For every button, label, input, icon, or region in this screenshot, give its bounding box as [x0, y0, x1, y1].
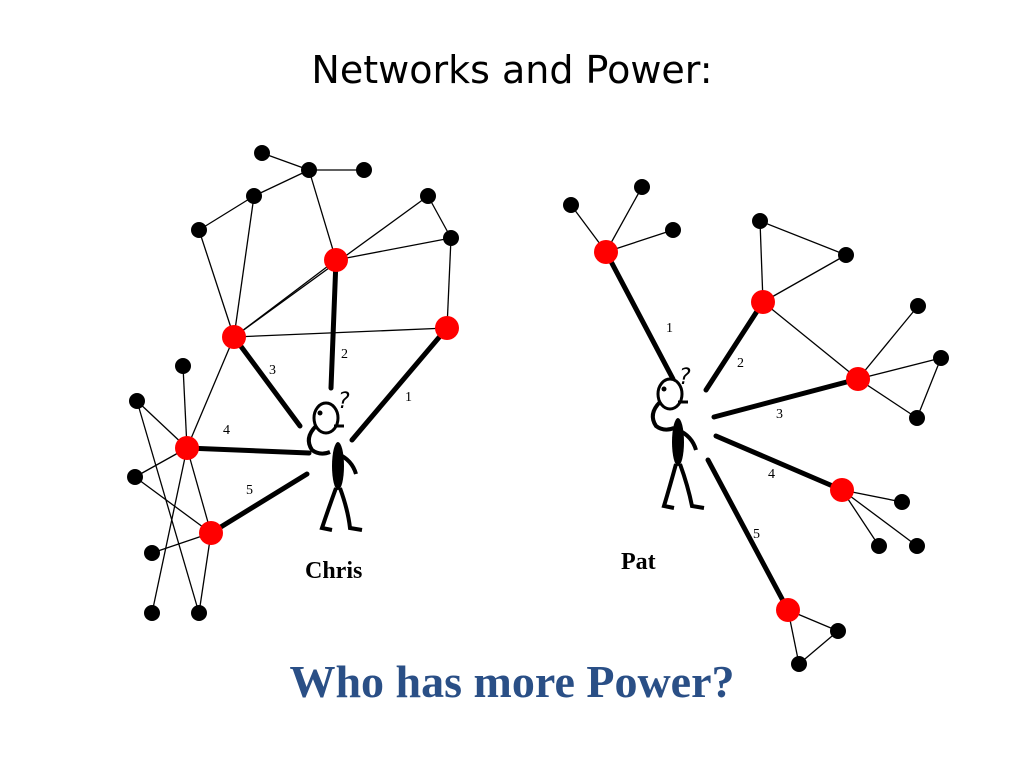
chris-tie-label-3: 3: [269, 363, 276, 378]
chris-tie-label-5: 5: [246, 483, 253, 498]
pat-nodes: [563, 179, 949, 672]
contact-node: [175, 436, 199, 460]
slide-title: Networks and Power:: [311, 48, 713, 92]
contact-node: [830, 478, 854, 502]
chris-strong-ties: [184, 257, 450, 536]
contact-node: [324, 248, 348, 272]
chris-tie-label-4: 4: [223, 423, 230, 438]
contact-node: [776, 598, 800, 622]
node: [634, 179, 650, 195]
pat-labels: ? 1 2 3 4 5 Pat: [621, 321, 783, 575]
chris-tie-2: [328, 257, 339, 391]
chris-tie-label-2: 2: [341, 347, 348, 362]
pat-tie-label-1: 1: [666, 321, 673, 336]
node: [420, 188, 436, 204]
question-text: Who has more Power?: [289, 656, 735, 707]
pat-network: ? 1 2 3 4 5 Pat: [563, 179, 949, 672]
pat-tie-3: [711, 376, 861, 420]
node: [791, 656, 807, 672]
node: [301, 162, 317, 178]
node: [246, 188, 262, 204]
pat-tie-4: [713, 433, 845, 493]
chris-nodes: [127, 145, 459, 621]
pat-thin-ties: [570, 186, 942, 665]
node: [871, 538, 887, 554]
chris-network: ? 1 2 3 4 5 Chris: [127, 145, 459, 621]
node: [443, 230, 459, 246]
node: [356, 162, 372, 178]
chris-tie-3: [231, 334, 303, 429]
pat-tie-label-4: 4: [768, 467, 775, 482]
chris-thin-ties: [134, 152, 452, 614]
node: [894, 494, 910, 510]
contact-node: [199, 521, 223, 545]
pat-tie-2: [703, 299, 766, 393]
node: [909, 410, 925, 426]
chris-tie-1: [349, 325, 450, 443]
contact-node: [222, 325, 246, 349]
pat-tie-1: [603, 249, 676, 382]
node: [830, 623, 846, 639]
pat-label: Pat: [621, 549, 656, 575]
pat-figure: [650, 377, 705, 510]
node: [563, 197, 579, 213]
node: [144, 605, 160, 621]
node: [909, 538, 925, 554]
contact-node: [846, 367, 870, 391]
chris-labels: ? 1 2 3 4 5 Chris: [223, 347, 412, 584]
thinking-figure-icon: [650, 377, 705, 510]
node: [175, 358, 191, 374]
node: [665, 222, 681, 238]
pat-think-mark: ?: [679, 365, 691, 390]
node: [910, 298, 926, 314]
chris-tie-5: [208, 471, 310, 536]
node: [191, 605, 207, 621]
node: [838, 247, 854, 263]
node: [144, 545, 160, 561]
node: [752, 213, 768, 229]
contact-node: [594, 240, 618, 264]
contact-node: [751, 290, 775, 314]
pat-tie-label-2: 2: [737, 356, 744, 371]
node: [129, 393, 145, 409]
chris-tie-label-1: 1: [405, 390, 412, 405]
node: [933, 350, 949, 366]
pat-tie-label-3: 3: [776, 407, 783, 422]
chris-tie-4: [184, 445, 312, 456]
node: [127, 469, 143, 485]
pat-tie-label-5: 5: [753, 527, 760, 542]
pat-contacts: [594, 240, 870, 622]
pat-strong-ties: [603, 249, 861, 613]
chris-think-mark: ?: [338, 389, 350, 414]
pat-tie-5: [705, 457, 791, 613]
node: [191, 222, 207, 238]
node: [254, 145, 270, 161]
chris-contacts: [175, 248, 459, 545]
contact-node: [435, 316, 459, 340]
chris-figure: [306, 401, 363, 532]
chris-label: Chris: [305, 558, 362, 584]
thinking-figure-icon: [306, 401, 363, 532]
